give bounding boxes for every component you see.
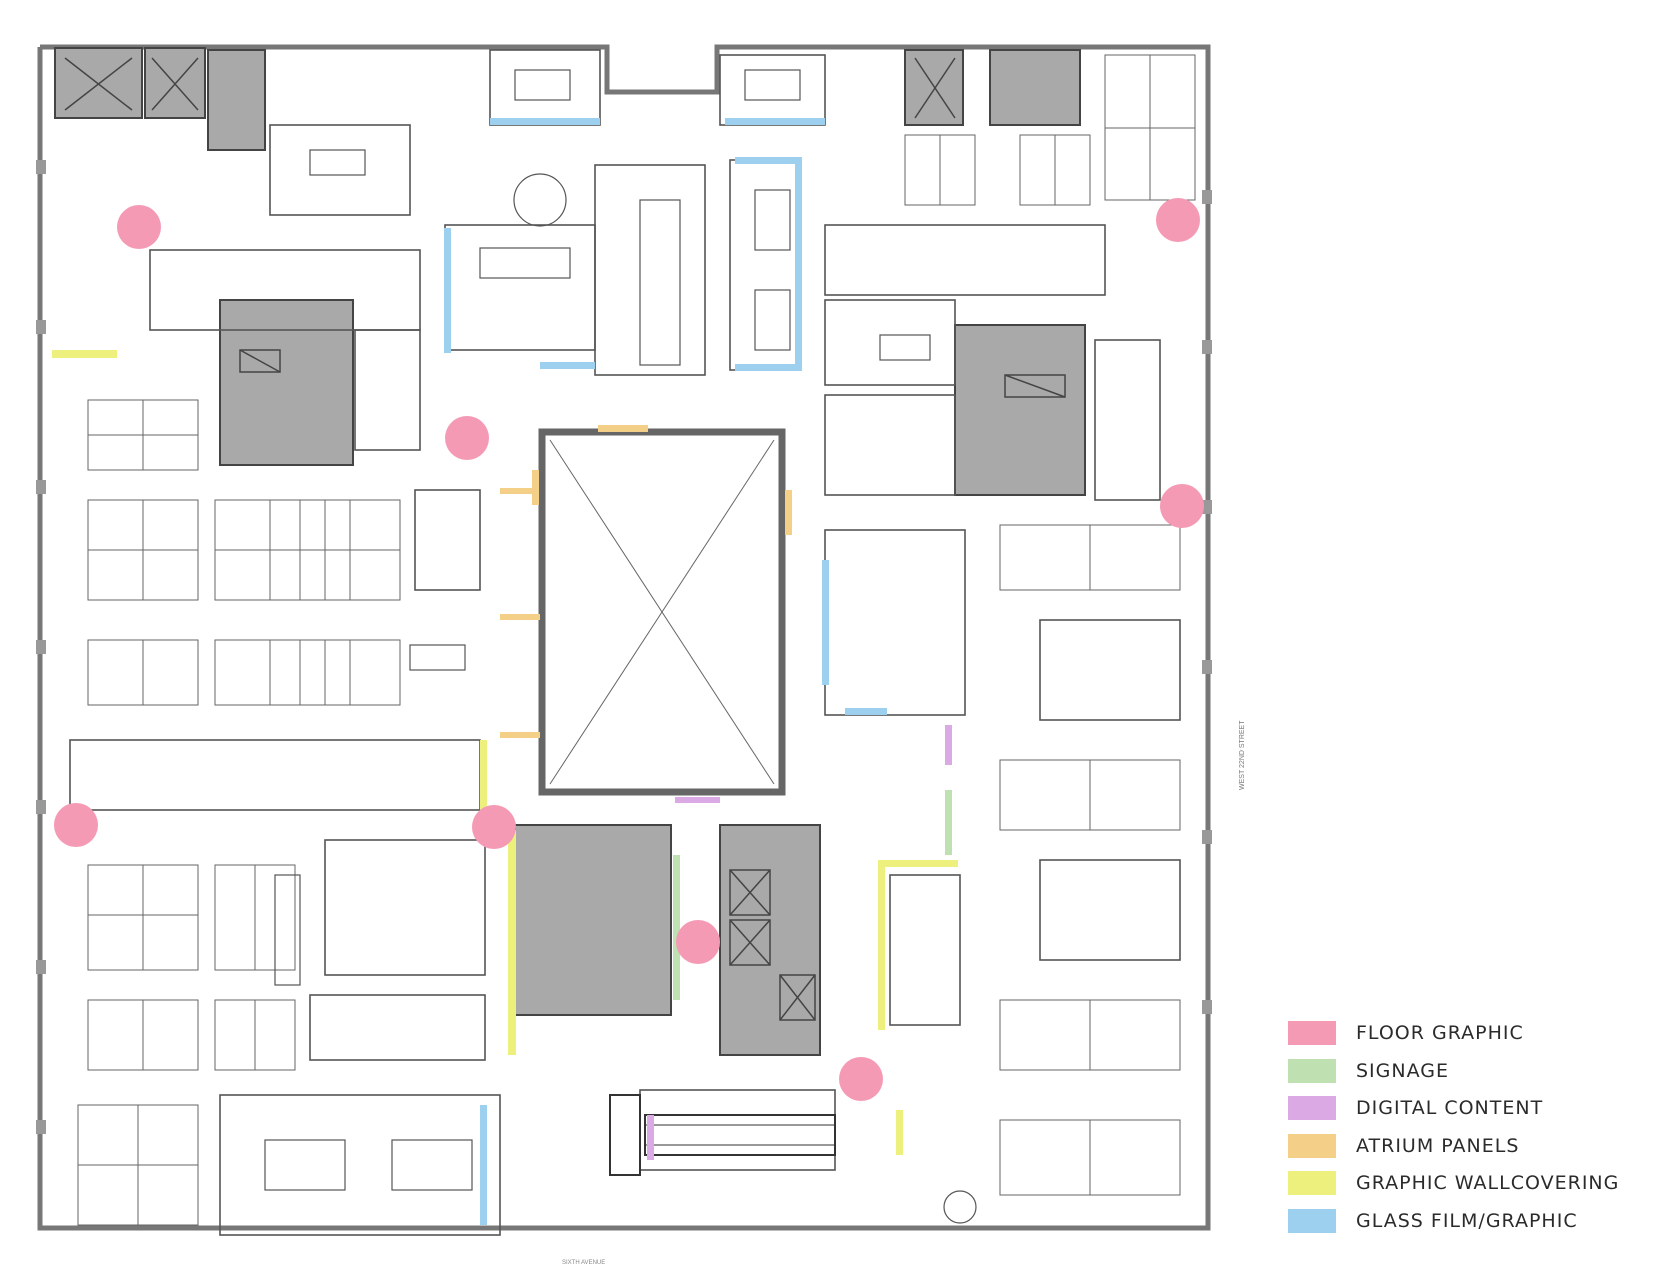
legend-item-glass-film: GLASS FILM/GRAPHIC [1288, 1206, 1648, 1236]
core-shafts [64, 57, 1066, 1021]
legend-label: ATRIUM PANELS [1356, 1134, 1520, 1157]
legend-label: SIGNAGE [1356, 1059, 1449, 1082]
building-walls [37, 44, 1211, 1231]
floor-graphic-markers [54, 198, 1204, 1101]
escalator [609, 1094, 836, 1176]
digital-content-swatch [1288, 1096, 1336, 1120]
street-label-west-22nd: WEST 22ND STREET [1239, 720, 1246, 791]
legend-label: FLOOR GRAPHIC [1356, 1022, 1524, 1044]
glass-film-swatch [1288, 1208, 1336, 1233]
legend-item-floor-graphic: FLOOR GRAPHIC [1288, 1018, 1648, 1048]
floor-graphic-swatch [1288, 1021, 1336, 1045]
legend: FLOOR GRAPHIC SIGNAGE DIGITAL CONTENT AT… [1288, 1018, 1648, 1243]
legend-label: GRAPHIC WALLCOVERING [1356, 1172, 1620, 1194]
glass-film-markers [444, 118, 887, 1225]
legend-label: DIGITAL CONTENT [1356, 1097, 1544, 1119]
legend-item-digital-content: DIGITAL CONTENT [1288, 1093, 1648, 1123]
graphic-wallcovering-swatch [1288, 1171, 1336, 1195]
signage-swatch [1288, 1058, 1336, 1083]
signage-markers [673, 790, 952, 1000]
legend-item-graphic-wallcovering: GRAPHIC WALLCOVERING [1288, 1168, 1648, 1198]
workstations [77, 54, 1196, 1226]
legend-label: GLASS FILM/GRAPHIC [1356, 1209, 1578, 1232]
atrium-void [538, 428, 786, 796]
exterior-columns [36, 160, 1212, 1134]
digital-content-markers [647, 725, 952, 1160]
atrium-panel-markers [500, 425, 792, 738]
legend-item-atrium-panels: ATRIUM PANELS [1288, 1131, 1648, 1161]
meeting-tables [264, 69, 977, 1224]
atrium-panels-swatch [1288, 1133, 1336, 1158]
wallcovering-markers [52, 350, 958, 1155]
street-label-sixth-avenue: SIXTH AVENUE [562, 1260, 606, 1266]
legend-item-signage: SIGNAGE [1288, 1056, 1648, 1086]
